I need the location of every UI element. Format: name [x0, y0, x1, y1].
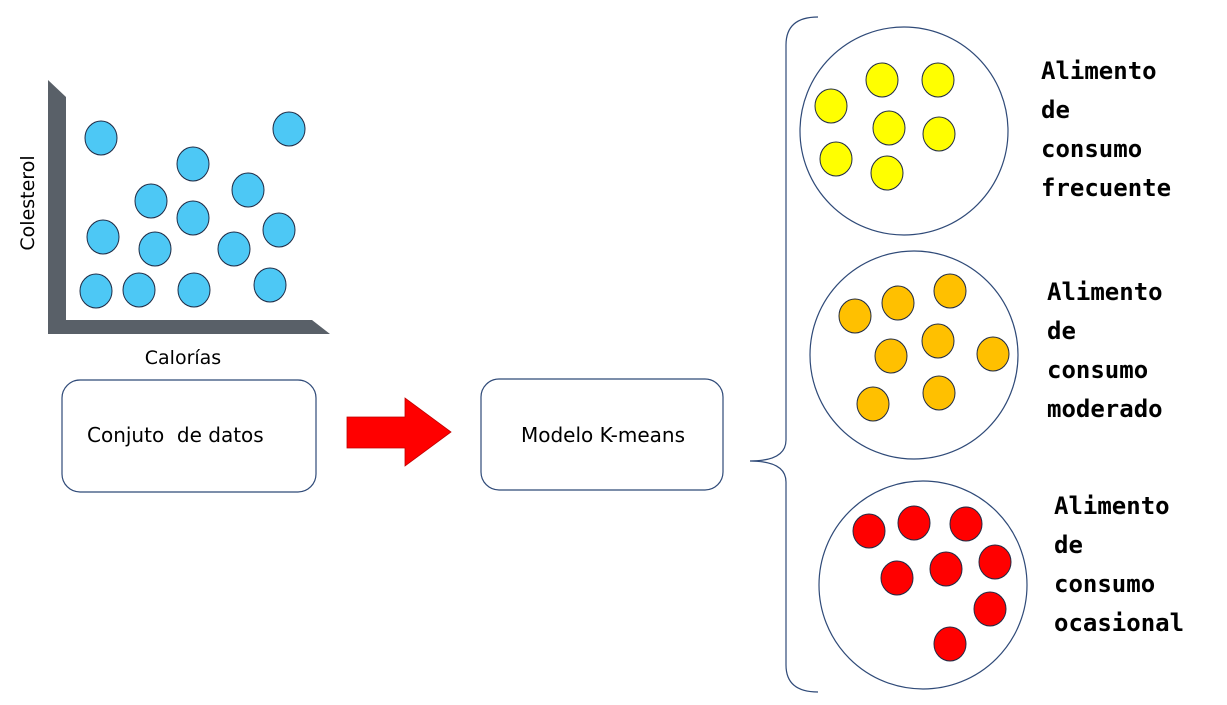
cluster-point-moderate	[838, 298, 872, 334]
cluster-point-occasional	[852, 513, 886, 549]
cluster-point-frequent	[865, 62, 899, 98]
cluster-point-frequent	[921, 62, 955, 98]
cluster-point-occasional	[933, 626, 967, 662]
data-point	[177, 272, 211, 308]
cluster-point-moderate	[922, 375, 956, 411]
cluster-point-moderate	[976, 336, 1010, 372]
cluster-point-frequent	[819, 141, 853, 177]
data-point	[138, 231, 172, 267]
data-point	[86, 219, 120, 255]
cluster-label-occasional: Alimento de consumo ocasional	[1054, 492, 1184, 637]
data-point	[122, 272, 156, 308]
cluster-point-moderate	[933, 273, 967, 309]
cluster-point-occasional	[949, 506, 983, 542]
cluster-label-moderate: Alimento de consumo moderado	[1047, 278, 1177, 423]
cluster-point-moderate	[921, 323, 955, 359]
dataset-label: Conjuto de datos	[87, 423, 264, 447]
cluster-point-occasional	[929, 551, 963, 587]
cluster-point-frequent	[922, 116, 956, 152]
data-point	[176, 200, 210, 236]
y-axis-label: Colesterol	[17, 155, 39, 250]
data-point	[176, 146, 210, 182]
flow-arrow	[346, 397, 452, 467]
data-point	[79, 273, 113, 309]
cluster-point-frequent	[870, 155, 904, 191]
cluster-point-moderate	[881, 285, 915, 321]
x-axis-label: Calorías	[145, 347, 221, 369]
cluster-point-occasional	[973, 591, 1007, 627]
cluster-point-occasional	[978, 544, 1012, 580]
data-point	[253, 267, 287, 303]
data-point	[272, 111, 306, 147]
cluster-points	[814, 62, 1012, 662]
cluster-point-occasional	[880, 560, 914, 596]
data-point	[262, 212, 296, 248]
data-point	[231, 172, 265, 208]
model-box	[480, 378, 724, 491]
grouping-brace	[749, 16, 819, 693]
cluster-point-moderate	[874, 338, 908, 374]
scatter-points	[79, 111, 306, 309]
cluster-point-moderate	[856, 386, 890, 422]
cluster-point-frequent	[872, 110, 906, 146]
cluster-point-occasional	[897, 505, 931, 541]
dataset-box	[61, 379, 317, 493]
data-point	[84, 120, 118, 156]
data-point	[134, 183, 168, 219]
data-point	[217, 231, 251, 267]
model-label: Modelo K-means	[521, 423, 685, 447]
cluster-label-frequent: Alimento de consumo frecuente	[1041, 57, 1171, 202]
cluster-point-frequent	[814, 88, 848, 124]
